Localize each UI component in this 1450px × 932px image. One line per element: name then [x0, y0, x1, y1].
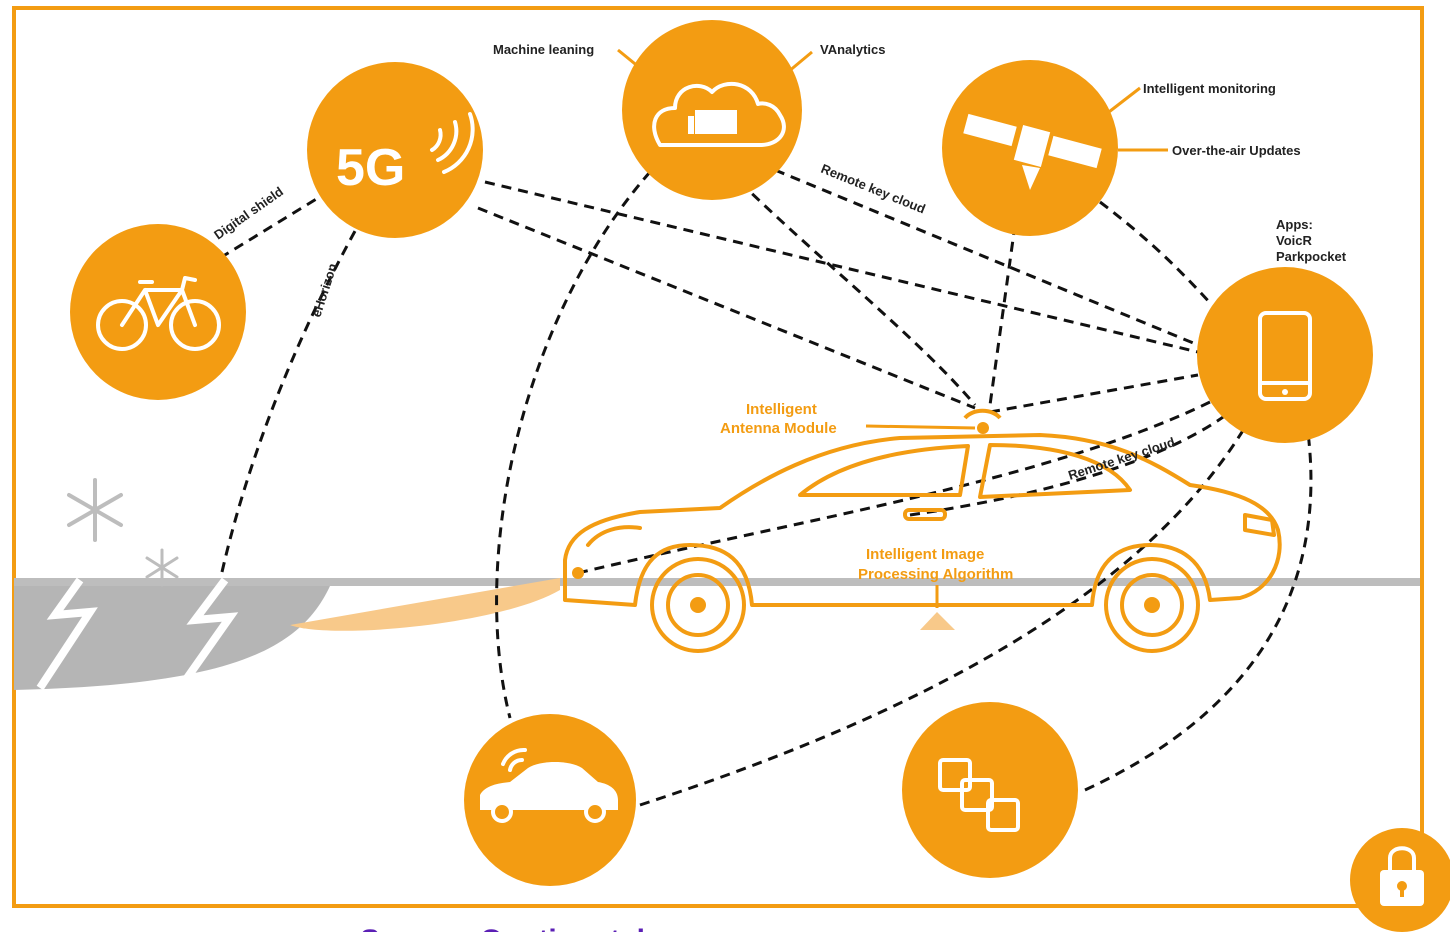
label-image-line2: Processing Algorithm	[858, 566, 1013, 583]
label-intelligent-monitoring: Intelligent monitoring	[1143, 81, 1276, 96]
road-crack-1	[36, 577, 98, 691]
label-image-line1: Intelligent Image	[866, 546, 984, 563]
bicycle-node	[70, 224, 246, 400]
smartphone-node	[1197, 267, 1373, 443]
diagram-frame	[12, 6, 1424, 908]
cloud-folder-icon	[652, 82, 786, 147]
connected-car-icon	[480, 747, 618, 823]
label-apps-title: Apps:	[1276, 217, 1313, 232]
car-outline	[563, 408, 1282, 653]
label-vanalytics: VAnalytics	[820, 42, 886, 57]
label-ota-updates: Over-the-air Updates	[1172, 143, 1301, 158]
lock-badge[interactable]	[1350, 828, 1450, 932]
lock-icon[interactable]	[1380, 846, 1424, 906]
road-crack-2	[176, 577, 239, 691]
snowflake-icon	[67, 478, 123, 542]
label-apps-parkpocket: Parkpocket	[1276, 249, 1347, 264]
label-digital-shield: Digital shield	[211, 184, 286, 243]
headlight-beam	[290, 578, 560, 631]
5g-icon: 5G	[336, 139, 405, 197]
bicycle-icon	[96, 276, 221, 351]
satellite-icon	[963, 113, 1102, 190]
label-antenna-line2: Antenna Module	[720, 420, 837, 437]
copy-squares-icon	[938, 758, 1020, 832]
snowflake-icon	[145, 548, 179, 587]
5g-node: 5G	[307, 62, 483, 238]
smartphone-icon	[1258, 311, 1312, 401]
satellite-node	[942, 60, 1118, 236]
label-apps-voicr: VoicR	[1276, 233, 1312, 248]
label-machine-learning: Machine leaning	[493, 42, 594, 57]
connection-lines	[219, 168, 1313, 807]
copy-squares-node	[902, 702, 1078, 878]
source-caption: Source: Continental	[360, 924, 645, 932]
label-ehorizon: eHorizon	[309, 261, 340, 319]
label-remote-key-cloud-top: Remote key cloud	[819, 161, 928, 217]
cloud-node	[622, 20, 802, 200]
connected-car-node	[464, 714, 636, 886]
label-antenna-line1: Intelligent	[746, 401, 817, 418]
